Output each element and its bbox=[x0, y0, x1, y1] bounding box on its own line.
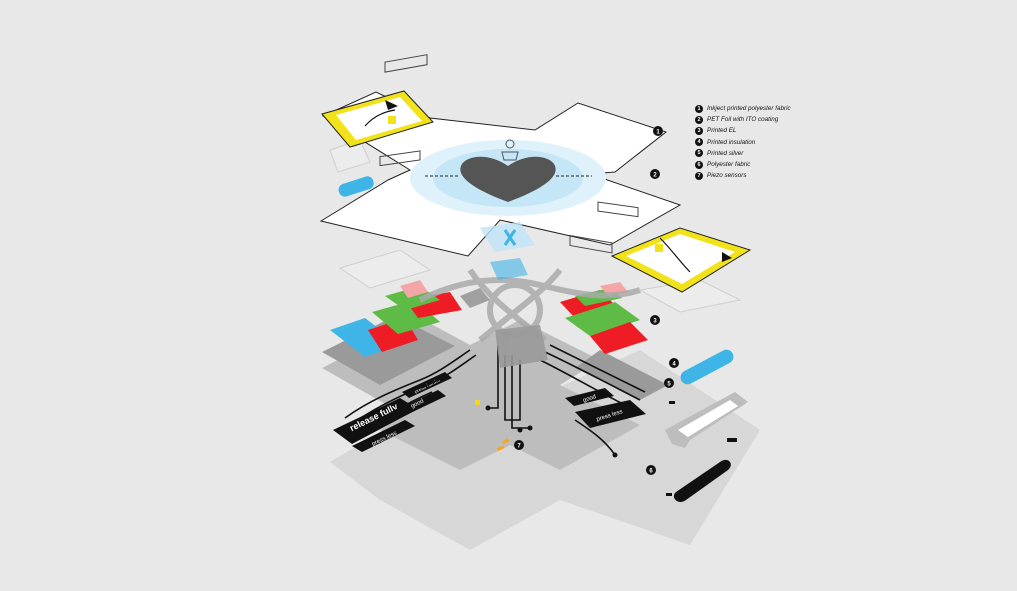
silver-contact-points bbox=[485, 405, 618, 458]
heart-shape bbox=[460, 156, 556, 202]
callout-7: 7 bbox=[514, 440, 524, 450]
piezo-dark-strip bbox=[673, 459, 731, 502]
svg-text:1: 1 bbox=[656, 129, 660, 135]
callout-1: 1 bbox=[653, 126, 663, 136]
legend-item-2: 2 PET Foil with ITO coating bbox=[695, 114, 791, 125]
legend-number-4: 4 bbox=[695, 138, 703, 147]
svg-text:2: 2 bbox=[653, 172, 657, 178]
legend-label-1: Inkject printed polyester fabric bbox=[707, 105, 791, 113]
legend-number-5: 5 bbox=[695, 149, 703, 158]
layer-printed-insulation bbox=[418, 268, 641, 343]
yellow-panel-bottom-right bbox=[610, 227, 752, 293]
insulation-center bbox=[460, 288, 548, 368]
legend-item-5: 5 Printed silver bbox=[695, 148, 791, 159]
legend-label-6: Polyester fabric bbox=[707, 161, 751, 169]
pad-label-good-right: good bbox=[582, 394, 597, 404]
callout-6: 6 bbox=[646, 465, 656, 475]
pad-label-good: good bbox=[410, 398, 425, 409]
svg-text:3: 3 bbox=[653, 318, 657, 324]
svg-text:6: 6 bbox=[649, 468, 653, 474]
callouts: 1 2 3 4 5 6 7 bbox=[514, 126, 679, 475]
callout-4: 4 bbox=[669, 358, 679, 368]
layer-piezo-sensors bbox=[475, 400, 510, 452]
legend-label-2: PET Foil with ITO coating bbox=[707, 116, 779, 124]
layer-pet-ito bbox=[338, 176, 734, 385]
svg-text:4: 4 bbox=[672, 361, 676, 367]
legend-number-2: 2 bbox=[695, 115, 703, 124]
layer-legend: 1 Inkject printed polyester fabric 2 PET F… bbox=[695, 103, 791, 181]
callout-3: 3 bbox=[650, 315, 660, 325]
legend-item-4: 4 Printed insulation bbox=[695, 137, 791, 148]
legend-label-5: Printed silver bbox=[707, 149, 744, 157]
legend-item-3: 3 Printed EL bbox=[695, 125, 791, 136]
legend-item-6: 6 Polyester fabric bbox=[695, 159, 791, 170]
legend-number-1: 1 bbox=[695, 104, 703, 113]
svg-text:5: 5 bbox=[667, 381, 671, 387]
svg-text:7: 7 bbox=[517, 443, 521, 449]
legend-label-7: Piezo sensors bbox=[707, 172, 747, 180]
legend-number-6: 6 bbox=[695, 160, 703, 169]
callout-5: 5 bbox=[664, 378, 674, 388]
layer-printed-fabric-top bbox=[319, 54, 682, 257]
legend-item-1: 1 Inkject printed polyester fabric bbox=[695, 103, 791, 114]
ghost-panels bbox=[329, 139, 742, 313]
layer-printed-silver bbox=[344, 344, 646, 456]
legend-label-3: Printed EL bbox=[707, 127, 737, 135]
legend-label-4: Printed insulation bbox=[707, 138, 756, 146]
right-frame-pieces bbox=[665, 392, 748, 502]
legend-number-7: 7 bbox=[695, 171, 703, 180]
callout-2: 2 bbox=[650, 169, 660, 179]
legend-item-7: 7 Piezo sensors bbox=[695, 170, 791, 181]
legend-number-3: 3 bbox=[695, 126, 703, 135]
yellow-panel-top-left bbox=[321, 90, 434, 148]
